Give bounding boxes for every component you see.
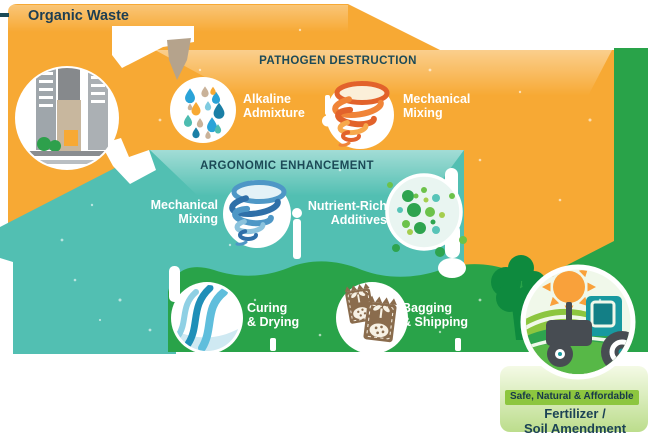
alkaline-admixture-label: Alkaline Admixture bbox=[243, 92, 305, 121]
organic-waste-label: Organic Waste bbox=[28, 8, 129, 24]
tornado-orange-icon bbox=[326, 81, 394, 149]
alkaline-droplets-icon bbox=[170, 77, 236, 143]
output-label: Fertilizer / Soil Amendment bbox=[523, 406, 627, 437]
tractor-farm-icon bbox=[520, 264, 636, 380]
mechanical-mixing-1-label: Mechanical Mixing bbox=[403, 92, 471, 121]
bagging-shipping-label: Bagging & Shipping bbox=[402, 301, 468, 330]
curing-drying-label: Curing & Drying bbox=[247, 301, 300, 330]
speckles bbox=[60, 28, 602, 337]
input-arrow bbox=[167, 38, 191, 80]
mechanical-mixing-2-label: Mechanical Mixing bbox=[150, 198, 218, 227]
nutrient-rich-additives-label: Nutrient-Rich Additives bbox=[307, 199, 387, 228]
curing-swirl-icon bbox=[171, 282, 243, 354]
nutrient-dots-icon bbox=[385, 173, 467, 257]
argonomic-enhancement-title: ARGONOMIC ENHANCEMENT bbox=[200, 160, 374, 172]
city-icon bbox=[15, 66, 119, 170]
corner-dash bbox=[0, 13, 9, 17]
output-tagline: Safe, Natural & Affordable bbox=[505, 390, 639, 405]
bags-icon bbox=[336, 281, 408, 354]
tornado-blue-icon bbox=[223, 180, 291, 248]
pathogen-destruction-title: PATHOGEN DESTRUCTION bbox=[259, 55, 417, 67]
teal-band bbox=[0, 150, 464, 354]
down-chevron-arrow bbox=[101, 138, 156, 184]
